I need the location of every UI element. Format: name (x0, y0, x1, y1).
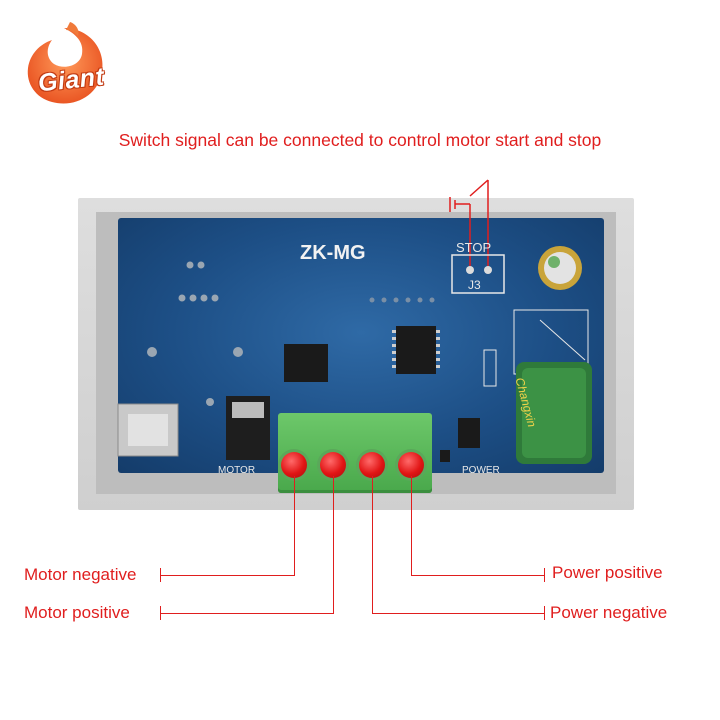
power-positive-screw (398, 452, 424, 478)
motor-positive-label: Motor positive (24, 603, 130, 622)
power-negative-leader-tick (544, 606, 545, 620)
motor-positive-leader-vertical (333, 476, 334, 614)
motor-negative-label: Motor negative (24, 565, 137, 584)
board-model-label: ZK-MG (300, 242, 366, 264)
j3-label: J3 (468, 278, 481, 292)
power-positive-leader-tick (544, 568, 545, 582)
motor-negative-screw (281, 452, 307, 478)
power-positive-leader-vertical (411, 476, 412, 576)
caption-text: Switch signal can be connected to contro… (118, 130, 602, 150)
power-negative-screw (359, 452, 385, 478)
switch-symbol-icon (449, 179, 489, 266)
power-silk-label: POWER (462, 465, 500, 476)
motor-negative-leader-vertical (294, 476, 295, 576)
logo-swoosh-icon (27, 22, 103, 104)
motor-positive-leader-tick (160, 606, 161, 620)
motor-negative-leader-tick (160, 568, 161, 582)
giant-logo: Giant (18, 18, 110, 110)
motor-negative-leader-horizontal (160, 575, 295, 576)
power-positive-label: Power positive (552, 563, 663, 582)
motor-positive-screw (320, 452, 346, 478)
power-positive-leader-horizontal (411, 575, 544, 576)
stop-label: STOP (456, 240, 492, 255)
power-negative-leader-vertical (372, 476, 373, 614)
power-negative-leader-horizontal (372, 613, 544, 614)
motor-positive-leader-horizontal (160, 613, 334, 614)
motor-silk-label: MOTOR (218, 465, 256, 476)
power-negative-label: Power negative (550, 603, 668, 622)
